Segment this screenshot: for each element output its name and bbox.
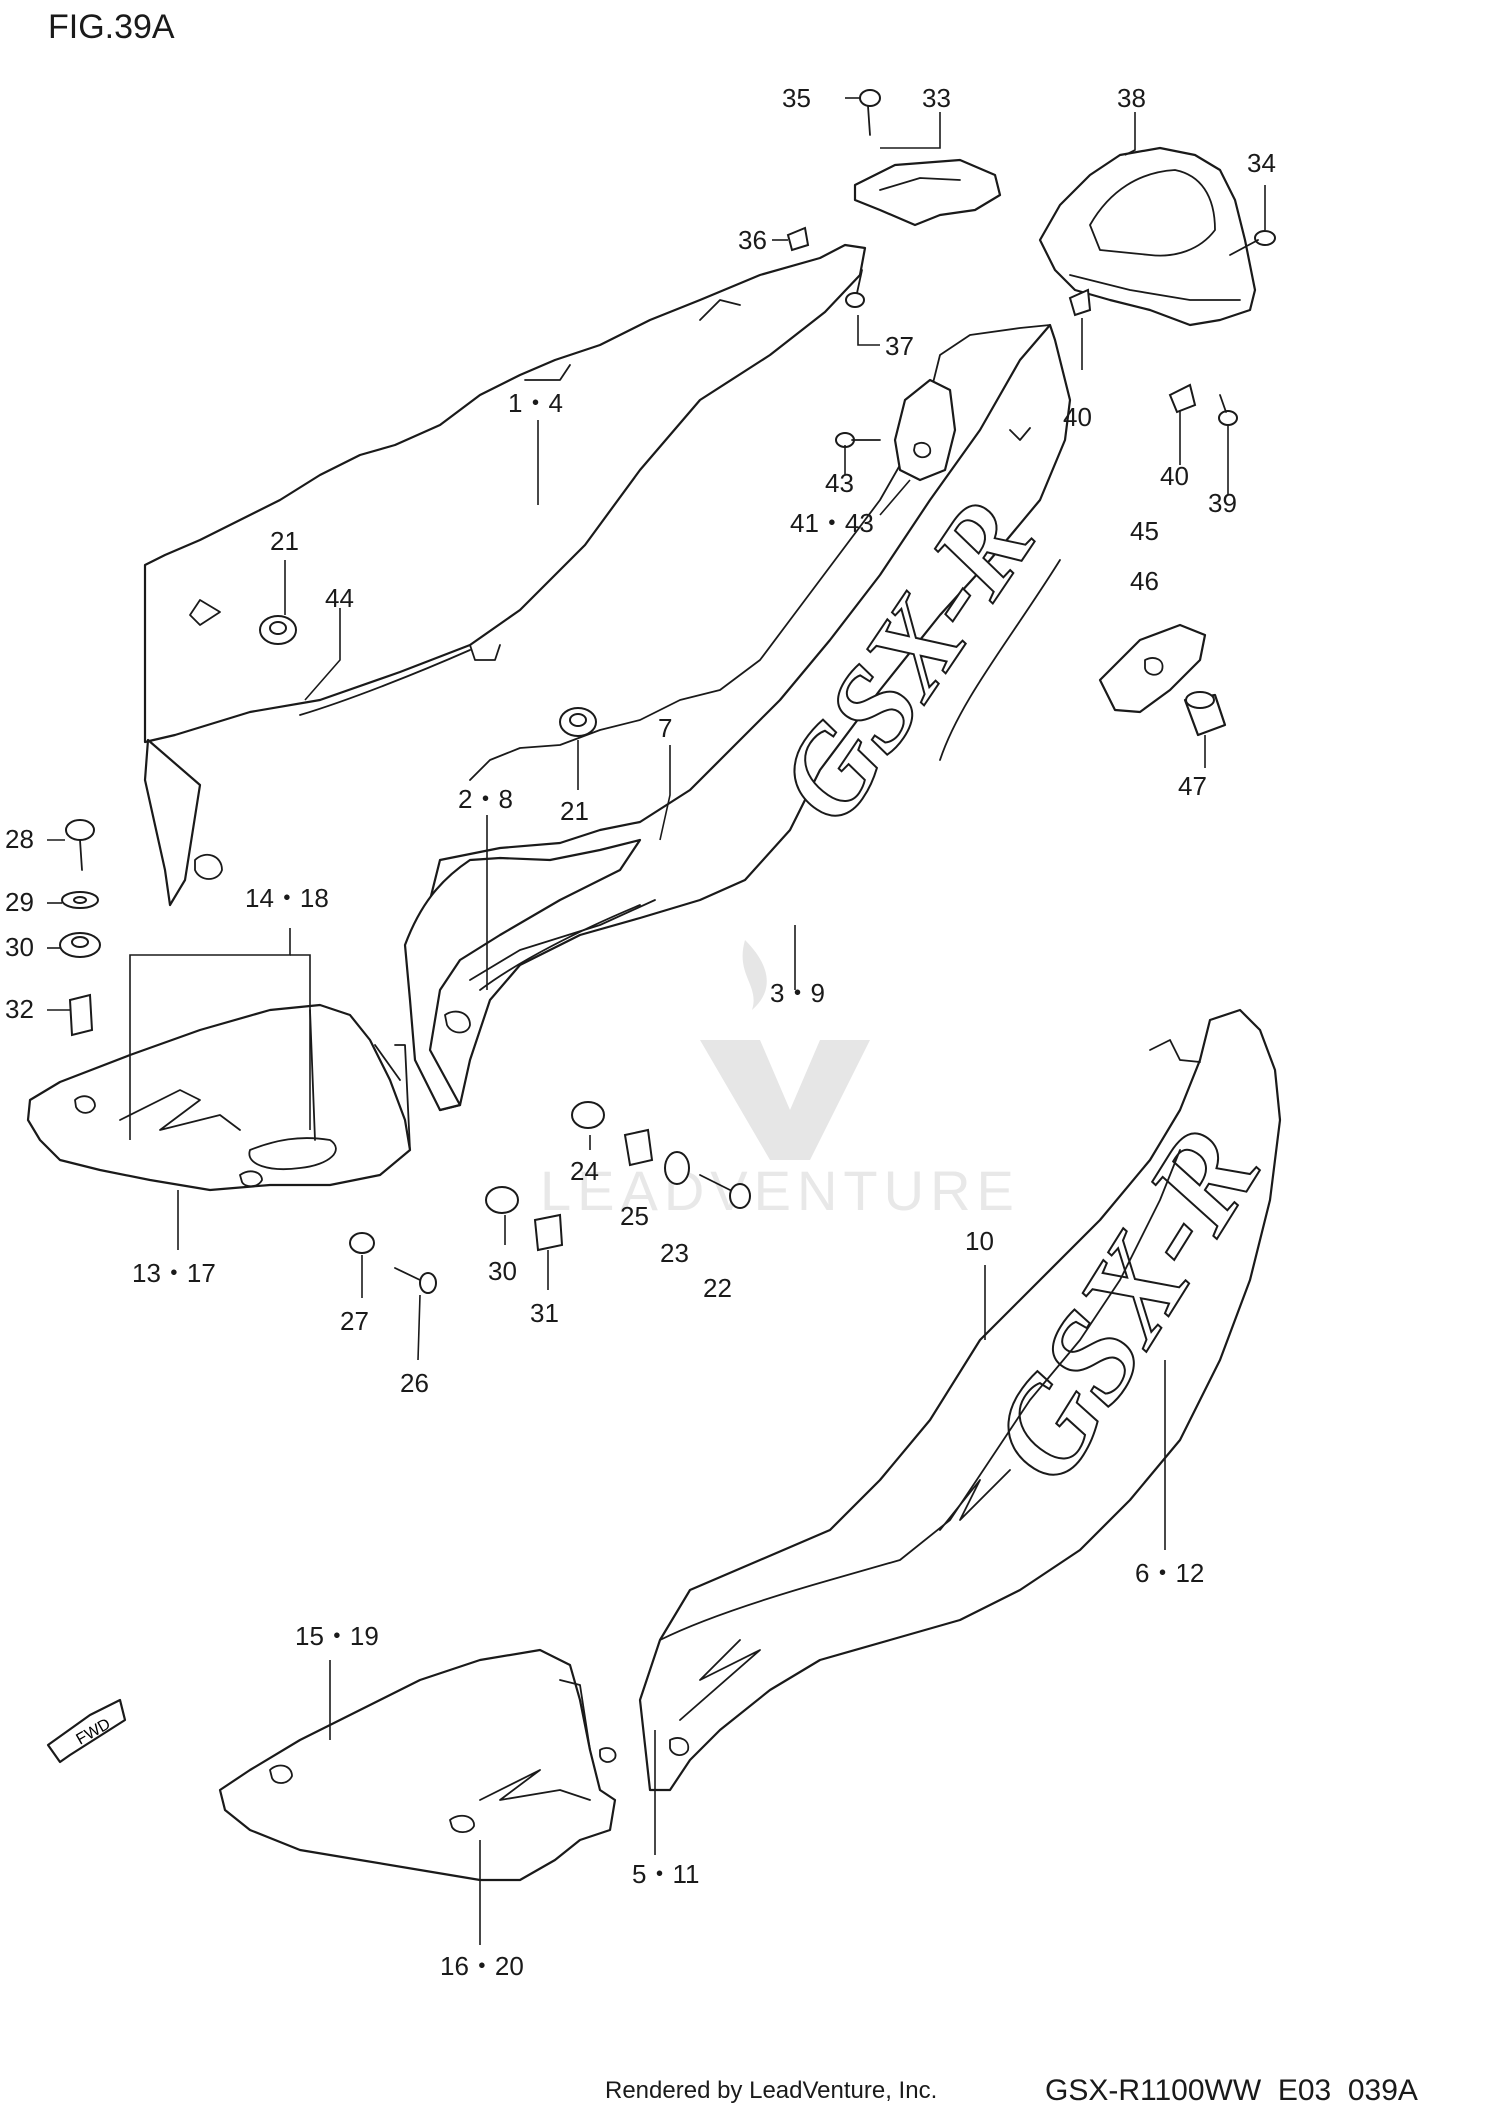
bracket-41-43 (893, 378, 957, 482)
callout-45: 45 (1130, 516, 1159, 546)
callout-40b: 40 (1160, 461, 1189, 491)
side-cover-6-12: GSX-R (638, 1008, 1288, 1792)
screw-34 (1229, 230, 1276, 256)
nut-36 (786, 226, 810, 252)
callout-13-17: 13・17 (132, 1258, 216, 1288)
callout-33: 33 (922, 83, 951, 113)
callout-26: 26 (400, 1368, 429, 1398)
callout-25: 25 (620, 1201, 649, 1231)
leader-lines (47, 97, 1266, 1945)
callout-38: 38 (1117, 83, 1146, 113)
screw-35 (859, 89, 881, 136)
screw-27 (349, 1232, 375, 1254)
callout-39: 39 (1208, 488, 1237, 518)
callout-5-11: 5・11 (632, 1859, 699, 1889)
side-cover-2-8 (403, 838, 656, 1112)
grommet-30b (485, 1186, 519, 1214)
damper-46 (1098, 623, 1207, 714)
callout-7: 7 (658, 713, 672, 743)
callout-44: 44 (325, 583, 354, 613)
callout-21b: 21 (560, 796, 589, 826)
callout-32: 32 (5, 994, 34, 1024)
nut-40a (1068, 288, 1092, 317)
callout-46: 46 (1130, 566, 1159, 596)
callout-47: 47 (1178, 771, 1207, 801)
callout-36: 36 (738, 225, 767, 255)
callout-34: 34 (1247, 148, 1276, 178)
callout-24: 24 (570, 1156, 599, 1186)
callout-41-43: 41・43 (790, 508, 874, 538)
bolt-28 (65, 819, 95, 871)
grommet-24 (571, 1101, 605, 1129)
lower-cover-13-17 (26, 1003, 412, 1192)
watermark-logo (700, 940, 870, 1160)
callout-21a: 21 (270, 526, 299, 556)
figure-title: FIG.39A (48, 8, 175, 46)
callout-30a: 30 (5, 932, 34, 962)
callout-14-18: 14・18 (245, 883, 329, 913)
callout-15-19: 15・19 (295, 1621, 379, 1651)
screw-43 (835, 432, 881, 448)
washer-29 (61, 891, 99, 909)
callout-35: 35 (782, 83, 811, 113)
washer-23 (664, 1151, 690, 1185)
callout-37: 37 (885, 331, 914, 361)
grommet-21a (259, 615, 297, 645)
callout-3-9: 3・9 (770, 978, 825, 1008)
collar-31 (533, 1213, 564, 1252)
collar-25 (623, 1128, 654, 1167)
screw-22 (699, 1174, 751, 1209)
callout-28: 28 (5, 824, 34, 854)
callout-23: 23 (660, 1238, 689, 1268)
grommet-21b (559, 707, 597, 737)
callout-27: 27 (340, 1306, 369, 1336)
callout-40a: 40 (1063, 402, 1092, 432)
callout-22: 22 (703, 1273, 732, 1303)
collar-47 (1183, 691, 1227, 737)
callout-1-4: 1・4 (508, 388, 563, 418)
callout-16-20: 16・20 (440, 1951, 524, 1981)
callout-43: 43 (825, 468, 854, 498)
bracket-33 (853, 158, 1002, 227)
frame-cover-1-4 (143, 243, 867, 907)
nut-40b (1168, 383, 1197, 414)
lower-cover-15-19 (218, 1648, 617, 1882)
callout-10: 10 (965, 1226, 994, 1256)
grommet-30a (59, 932, 101, 958)
callout-2-8: 2・8 (458, 784, 513, 814)
screw-26 (394, 1267, 437, 1294)
collar-32 (68, 993, 94, 1037)
footer-diagram-code: GSX-R1100WW E03 039A (1045, 2074, 1418, 2107)
tail-bracket-38 (1038, 146, 1257, 327)
callout-29: 29 (5, 887, 34, 917)
callouts: 35 33 38 34 36 37 1・4 43 41・43 40 40 39 … (5, 83, 1276, 1981)
callout-30b: 30 (488, 1256, 517, 1286)
screw-39 (1218, 394, 1238, 426)
callout-31: 31 (530, 1298, 559, 1328)
fwd-arrow: FWD (46, 1698, 127, 1764)
watermark-text: LEADVENTURE (540, 1159, 1020, 1222)
footer-rendered-by: Rendered by LeadVenture, Inc. (605, 2077, 937, 2104)
screw-37 (845, 269, 865, 308)
callout-6-12: 6・12 (1135, 1558, 1204, 1588)
